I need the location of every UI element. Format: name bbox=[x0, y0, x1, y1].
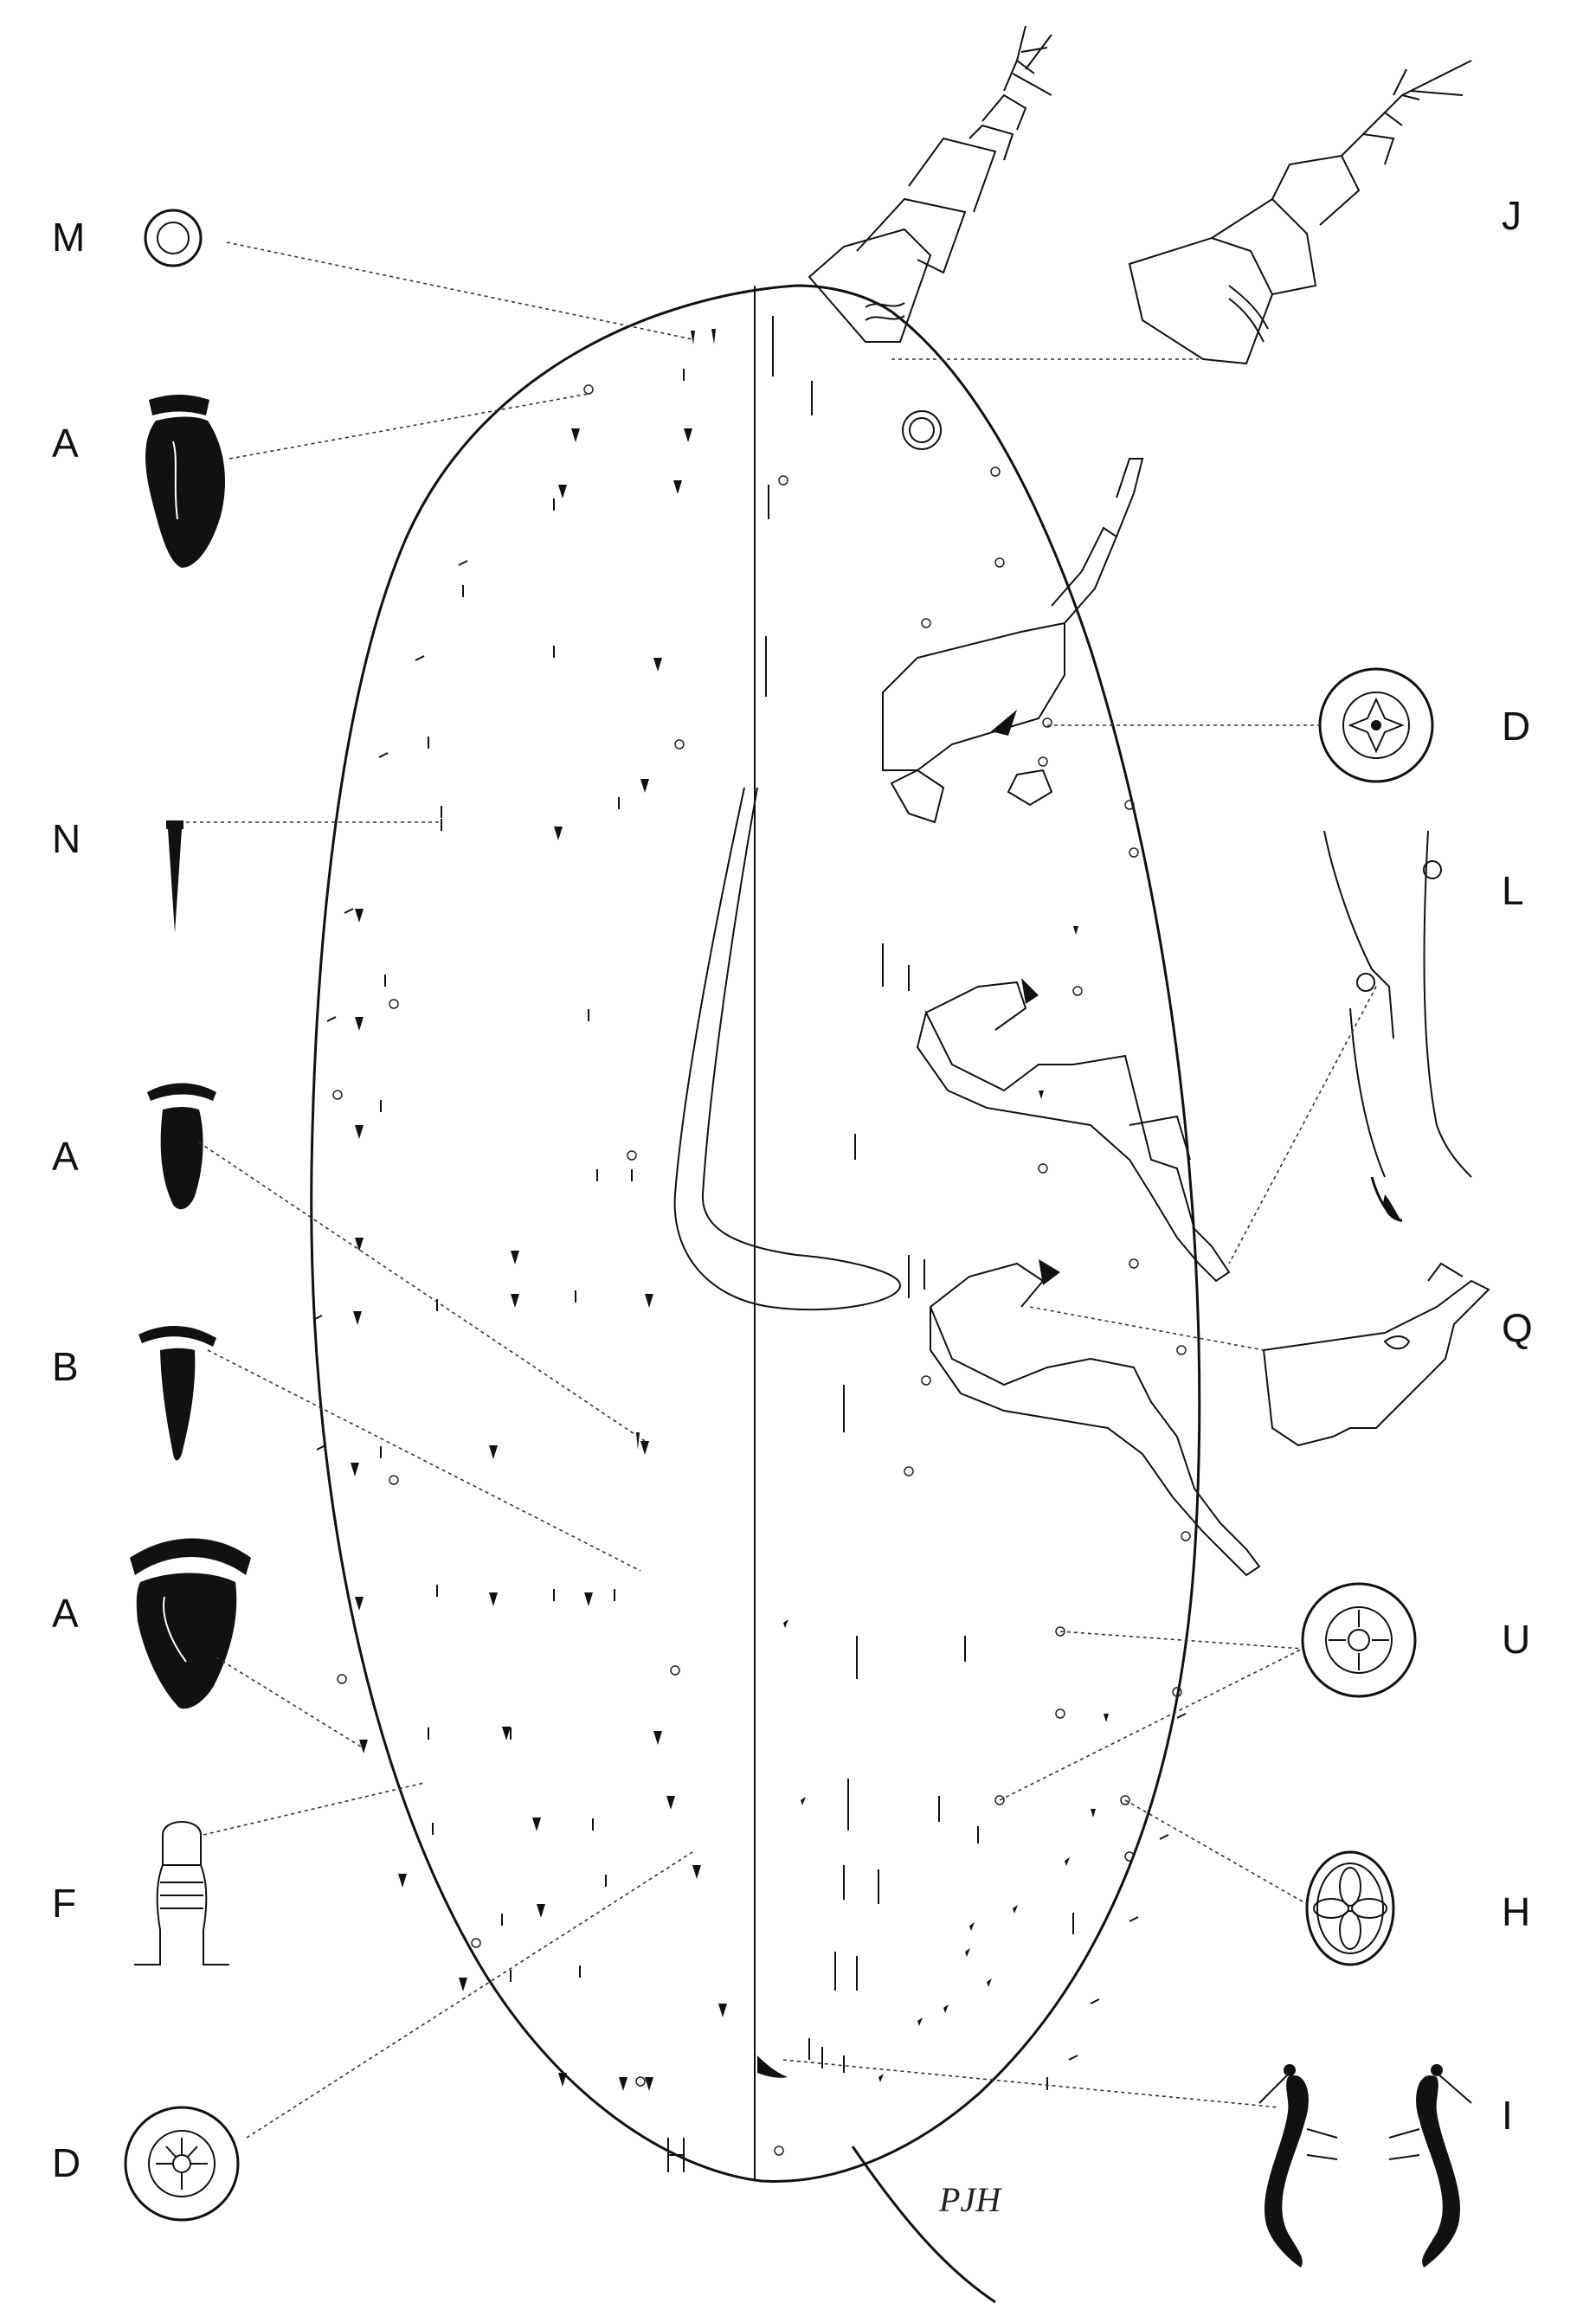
conical-seta-broad-icon bbox=[130, 1538, 251, 1709]
spine-seta-icon bbox=[138, 1325, 216, 1461]
label-a-1: A bbox=[52, 421, 79, 466]
label-b: B bbox=[52, 1344, 79, 1389]
artist-signature: PJH bbox=[938, 2180, 1002, 2219]
quadrilocular-pore-icon bbox=[1305, 1850, 1395, 1966]
ventral-tube-icon bbox=[673, 787, 902, 1311]
flagellate-seta-icon bbox=[166, 820, 183, 933]
label-d-left: D bbox=[52, 2140, 80, 2185]
antenna-icon bbox=[808, 25, 1052, 343]
label-l: L bbox=[1502, 868, 1524, 913]
leg-hind-icon bbox=[930, 1259, 1261, 1577]
coxa-detail-icon bbox=[1262, 1262, 1490, 1447]
label-u: U bbox=[1502, 1617, 1530, 1662]
microduct-icon bbox=[144, 209, 203, 267]
label-i: I bbox=[1502, 2093, 1513, 2138]
spiracle-icon bbox=[902, 410, 1053, 807]
multilocular-pore-icon bbox=[1318, 667, 1434, 783]
claw-detail-icon bbox=[1323, 830, 1472, 1222]
figure-labels: M A N A B A F D J D L Q U H I PJH bbox=[52, 193, 1533, 2219]
label-q: Q bbox=[1502, 1305, 1533, 1350]
label-d-right: D bbox=[1502, 704, 1530, 749]
conical-seta-large-icon bbox=[145, 395, 225, 568]
body-outline bbox=[310, 284, 1201, 2183]
label-h: H bbox=[1502, 1889, 1530, 1934]
dorsal-setae-group bbox=[351, 329, 727, 2091]
quinquelocular-pore-icon bbox=[124, 2106, 240, 2222]
tubular-duct-icon bbox=[134, 1821, 229, 1965]
label-f: F bbox=[52, 1881, 76, 1926]
conical-seta-small-icon bbox=[147, 1083, 216, 1210]
label-n: N bbox=[52, 816, 80, 861]
label-a-2: A bbox=[52, 1134, 79, 1179]
leader-lines-group bbox=[186, 241, 1377, 2139]
anal-lobe-icon bbox=[667, 2055, 996, 2304]
antenna-detail-icon bbox=[1128, 60, 1472, 365]
label-m: M bbox=[52, 215, 85, 260]
leg-middle-icon bbox=[916, 978, 1231, 1283]
leg-front-icon bbox=[882, 458, 1144, 824]
pore-clusters-group bbox=[332, 384, 1191, 2156]
trilocular-pore-icon bbox=[1301, 1582, 1417, 1698]
label-j: J bbox=[1502, 193, 1522, 238]
flagellate-setae-group bbox=[312, 316, 1187, 2090]
label-a-3: A bbox=[52, 1591, 79, 1636]
anal-ring-icon bbox=[1258, 2064, 1472, 2268]
